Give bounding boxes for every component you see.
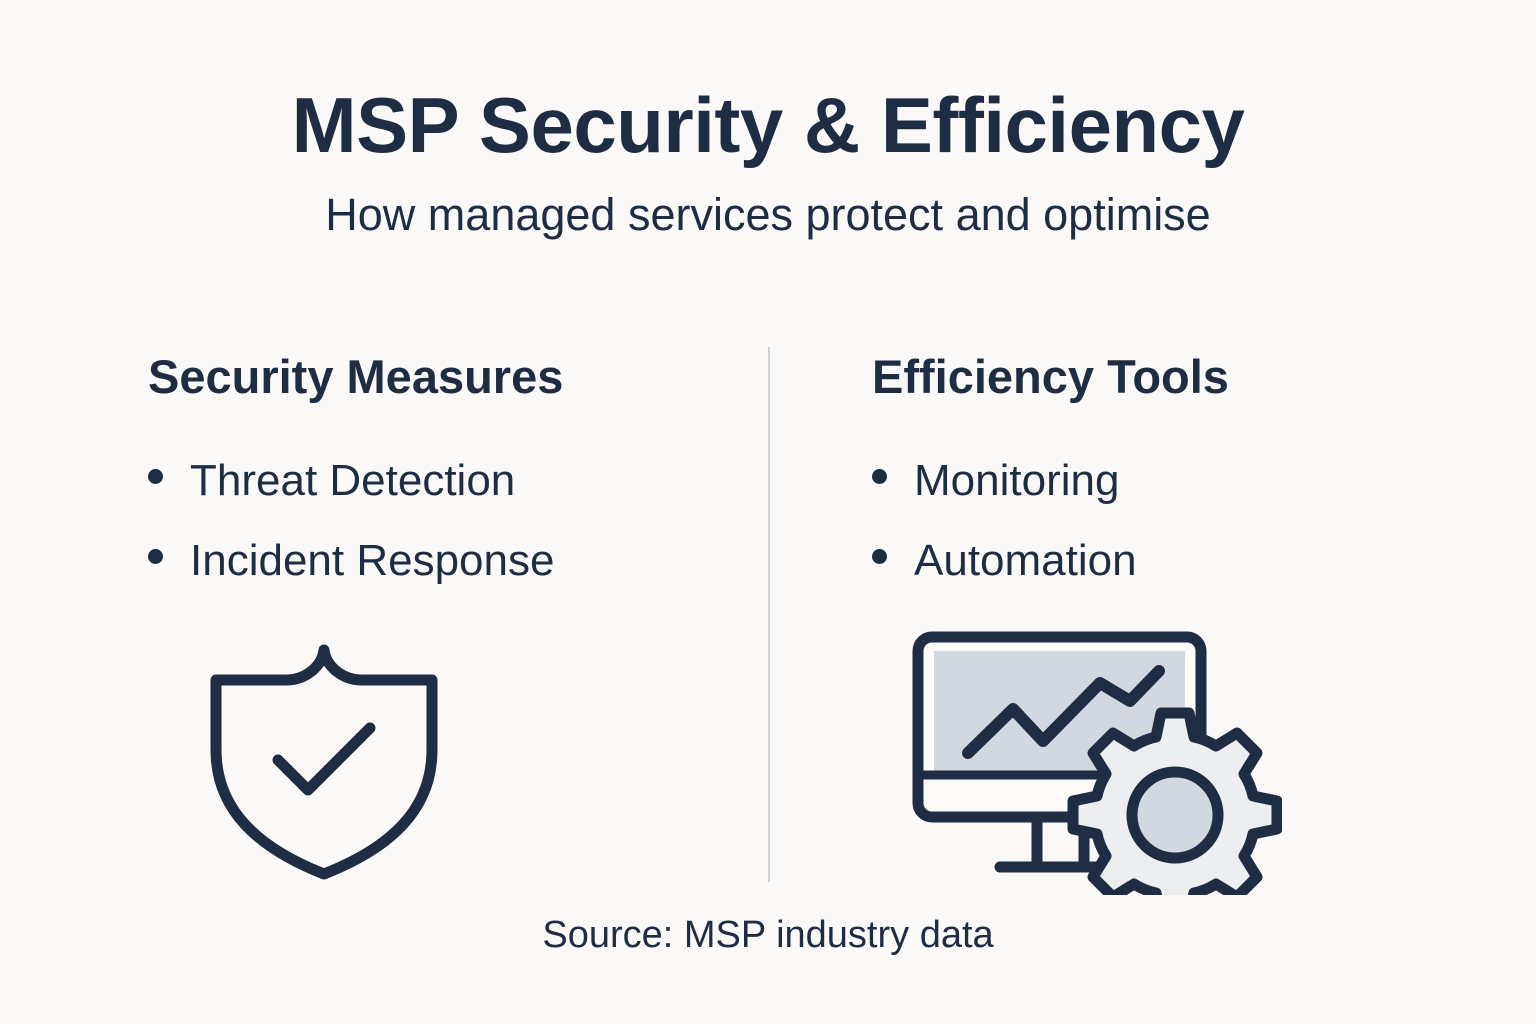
- list-item-label: Automation: [914, 536, 1137, 585]
- column-security-measures: Security Measures Threat Detection Incid…: [148, 347, 768, 882]
- list-item: Automation: [872, 539, 1137, 583]
- bullet-dot-icon: [872, 549, 887, 564]
- list-item-label: Monitoring: [914, 456, 1120, 505]
- header: MSP Security & Efficiency How managed se…: [0, 86, 1536, 237]
- monitor-chart-gear-icon: [882, 605, 1283, 923]
- columns-container: Security Measures Threat Detection Incid…: [0, 347, 1536, 923]
- list-item-label: Incident Response: [190, 536, 555, 585]
- bullet-dot-icon: [148, 469, 163, 484]
- shield-check-icon: [194, 620, 454, 885]
- source-caption: Source: MSP industry data: [542, 914, 994, 956]
- list-item: Monitoring: [872, 459, 1137, 503]
- column-divider: [768, 347, 770, 882]
- column-heading-security: Security Measures: [148, 350, 564, 403]
- list-item: Threat Detection: [148, 459, 554, 503]
- page-title: MSP Security & Efficiency: [291, 81, 1245, 169]
- list-item: Incident Response: [148, 539, 554, 583]
- column-efficiency-tools: Efficiency Tools Monitoring Automation: [872, 347, 1492, 923]
- page-subtitle: How managed services protect and optimis…: [325, 189, 1211, 240]
- list-item-label: Threat Detection: [190, 456, 516, 505]
- column-heading-efficiency: Efficiency Tools: [872, 350, 1229, 403]
- bullet-list-security: Threat Detection Incident Response: [148, 459, 554, 619]
- bullet-list-efficiency: Monitoring Automation: [872, 459, 1137, 619]
- bullet-dot-icon: [148, 549, 163, 564]
- bullet-dot-icon: [872, 469, 887, 484]
